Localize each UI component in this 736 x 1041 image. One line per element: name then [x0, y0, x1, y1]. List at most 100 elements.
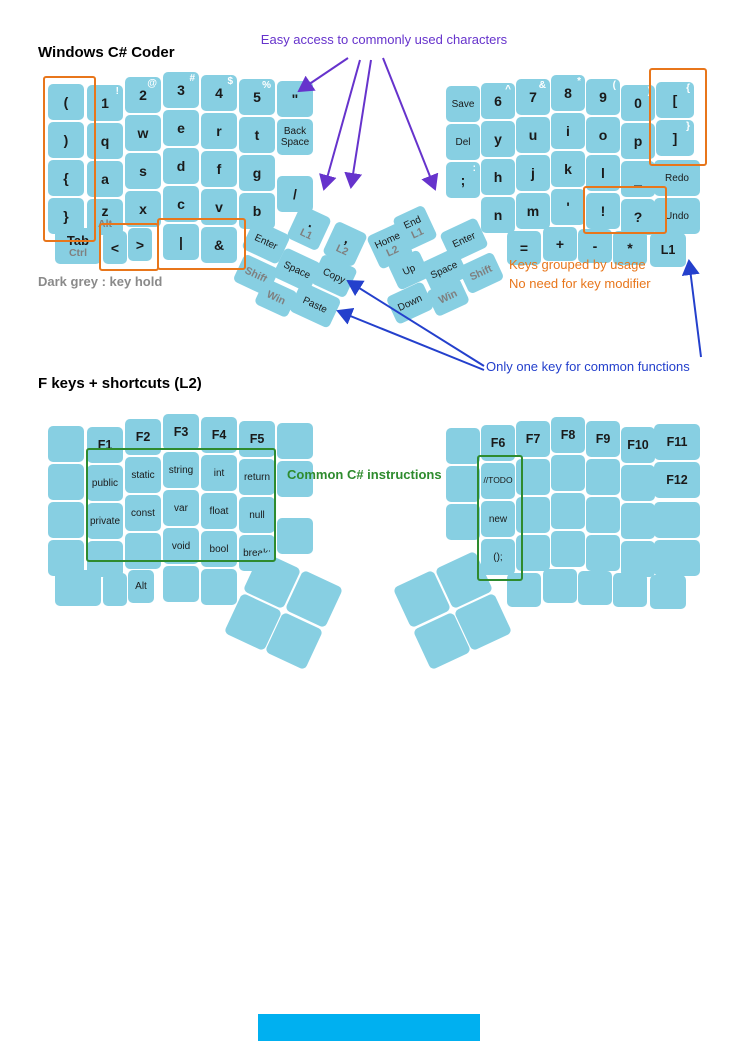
key-blank: ! [586, 193, 620, 229]
pipe-amp-highlight [157, 218, 246, 270]
key-k: k [551, 151, 585, 187]
key-j: j [516, 155, 550, 191]
key-blank [446, 428, 480, 464]
key-a: a [87, 161, 123, 197]
key-blank [551, 531, 585, 567]
key-blank [48, 426, 84, 462]
brackets-column-highlight [43, 76, 96, 242]
key-m: m [516, 193, 550, 229]
key-4: $4 [201, 75, 237, 111]
key-blank [586, 497, 620, 533]
key-blank: _ [621, 161, 655, 197]
note-keys-grouped-line1: Keys grouped by usage [509, 257, 646, 272]
key-blank: + [543, 227, 577, 261]
square-brackets-highlight [649, 68, 707, 166]
key-blank [613, 573, 647, 607]
key-private: private [87, 503, 123, 539]
layer1-title: Windows C# Coder [38, 44, 175, 61]
key-f11: F11 [654, 424, 700, 460]
key-undo: Undo [654, 198, 700, 234]
key-f5: F5 [239, 421, 275, 457]
key-const: const [125, 495, 161, 531]
key-3: #3 [163, 72, 199, 108]
csharp-right-highlight [477, 455, 523, 581]
key-d: d [163, 148, 199, 184]
key-e: e [163, 110, 199, 146]
key-blank: ? [621, 199, 655, 235]
key-l: l [586, 155, 620, 191]
key-blank: > [128, 228, 152, 261]
key-new: new [481, 501, 515, 537]
key-r: r [201, 113, 237, 149]
key-blank [507, 573, 541, 607]
key-f: f [201, 151, 237, 187]
key-f9: F9 [586, 421, 620, 457]
key-blank: ' [551, 189, 585, 225]
key-var: var [163, 490, 199, 526]
key-blank [163, 566, 199, 602]
key-c: c [163, 186, 199, 222]
key-blank [48, 502, 84, 538]
key-blank [103, 573, 127, 606]
note-keys-grouped: Keys grouped by usage No need for key mo… [509, 255, 651, 293]
key-blank [201, 569, 237, 605]
key-blank: :; [446, 162, 480, 198]
key-f7: F7 [516, 421, 550, 457]
key-blank [621, 465, 655, 501]
key-blank: ( [48, 84, 84, 120]
note-dark-grey-key-hold: Dark grey : key hold [38, 274, 163, 289]
key-int: int [201, 455, 237, 491]
key-public: public [87, 465, 123, 501]
key-return: return [239, 459, 275, 495]
key-redo: Redo [654, 160, 700, 196]
key-x: x [125, 191, 161, 227]
key-blank: - [578, 229, 612, 263]
key-blank [654, 502, 700, 538]
key-blank [621, 541, 655, 577]
key-6: ^6 [481, 83, 515, 119]
key-w: w [125, 115, 161, 151]
key-blank [586, 535, 620, 571]
note-easy-access: Easy access to commonly used characters [260, 32, 508, 47]
key-string: string [163, 452, 199, 488]
key-float: float [201, 493, 237, 529]
key-8: *8 [551, 75, 585, 111]
key-blank: }] [656, 120, 694, 156]
footer-bar [258, 1014, 480, 1041]
key-blank: / [277, 176, 313, 212]
key-o: o [586, 117, 620, 153]
key-todo: //TODO [481, 463, 515, 499]
key-5: %5 [239, 79, 275, 115]
key-blank: = [507, 231, 541, 265]
key-1: !1 [87, 85, 123, 121]
key-blank [621, 503, 655, 539]
key-blank [586, 459, 620, 495]
key-blank: & [201, 227, 237, 263]
note-keys-grouped-line2: No need for key modifier [509, 276, 651, 291]
bang-question-highlight [583, 186, 667, 234]
key-blank [578, 571, 612, 605]
key-f12: F12 [654, 462, 700, 498]
key-t: t [239, 117, 275, 153]
key-static: static [125, 457, 161, 493]
key-7: &7 [516, 79, 550, 115]
key-n: n [481, 197, 515, 233]
layer2-title: F keys + shortcuts (L2) [38, 375, 202, 392]
key-h: h [481, 159, 515, 195]
key-blank: { [48, 160, 84, 196]
key-9: (9 [586, 79, 620, 115]
key-back-space: Back Space [277, 119, 313, 155]
key-u: u [516, 117, 550, 153]
key-blank [654, 540, 700, 576]
key-blank [543, 569, 577, 603]
key-blank [446, 504, 480, 540]
key-f3: F3 [163, 414, 199, 450]
key-alt: Alt [128, 570, 154, 603]
key-blank [650, 575, 686, 609]
key-del: Del [446, 124, 480, 160]
angle-keys-highlight [99, 223, 159, 271]
key-f8: F8 [551, 417, 585, 453]
